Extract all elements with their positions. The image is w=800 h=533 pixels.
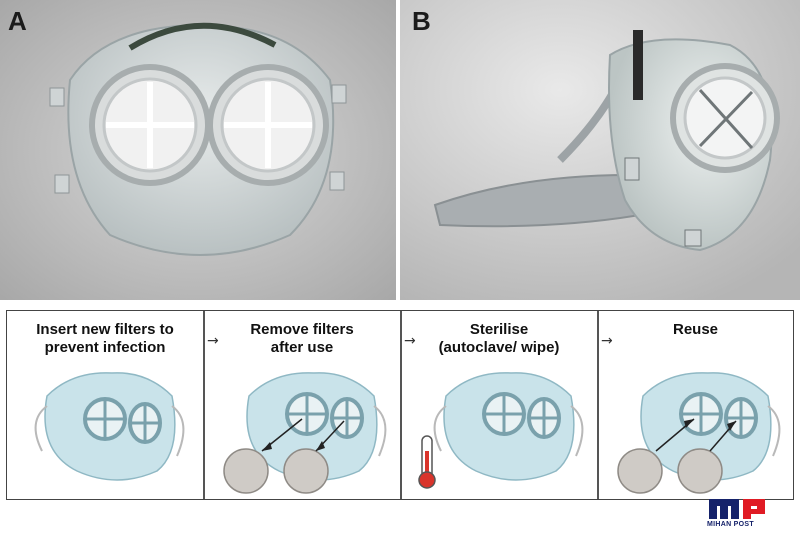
mask-illustration <box>617 372 781 494</box>
arrow-right-icon: → <box>404 333 416 349</box>
mask-front-photo <box>0 0 396 300</box>
step-insert-filters: Insert new filters to prevent infection <box>7 311 203 499</box>
mask-illustration <box>34 372 185 481</box>
filter-disc <box>617 448 663 494</box>
arrow-right-icon: → <box>601 333 613 349</box>
step-label: Remove filters after use <box>250 321 354 356</box>
step-divider <box>597 311 599 499</box>
arrow-right-icon: → <box>207 333 219 349</box>
filter-disc <box>223 448 269 494</box>
photo-panel-a <box>0 0 396 300</box>
mask-illustration <box>223 372 387 494</box>
thermometer-icon <box>418 435 436 489</box>
reuse-process-diagram: Insert new filters to prevent infection … <box>6 310 794 500</box>
mask-illustration <box>418 372 584 489</box>
mihan-post-logo: MIHAN POST <box>707 497 797 531</box>
panel-label-b: B <box>412 6 431 36</box>
step-label: Insert new filters to prevent infection <box>36 321 174 356</box>
filter-disc <box>283 448 329 494</box>
panel-label-a: A <box>8 6 27 36</box>
step-reuse: Reuse <box>598 311 793 499</box>
mask-side-photo <box>400 0 800 300</box>
step-remove-filters: Remove filters after use <box>204 311 400 499</box>
step-sterilise: Sterilise (autoclave/ wipe) <box>401 311 597 499</box>
logo-mark-icon <box>709 499 765 519</box>
filter-disc <box>677 448 723 494</box>
photo-panel-b <box>400 0 800 300</box>
step-label: Sterilise (autoclave/ wipe) <box>438 321 560 356</box>
step-divider <box>203 311 205 499</box>
logo-text: MIHAN POST <box>707 521 754 528</box>
step-label: Reuse <box>672 321 719 338</box>
step-divider <box>400 311 402 499</box>
